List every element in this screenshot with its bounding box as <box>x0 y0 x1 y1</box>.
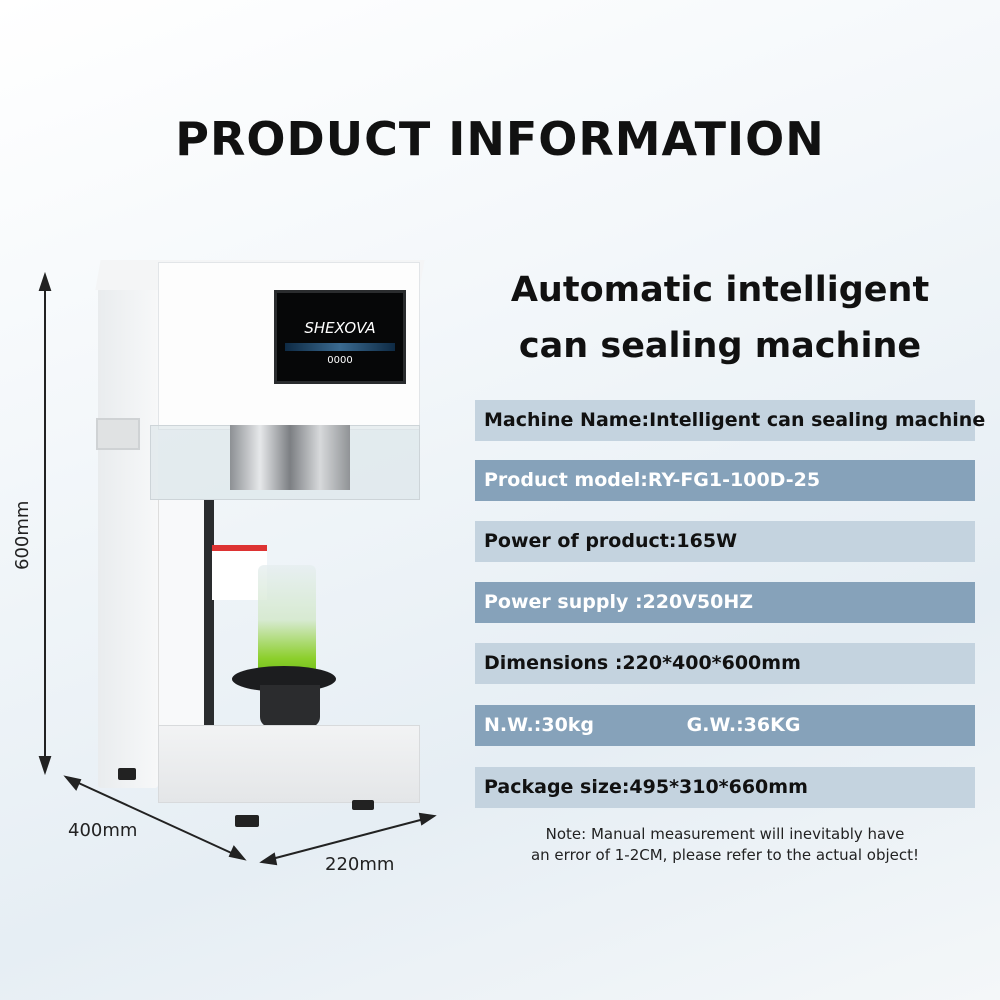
spec-product-model: Product model:RY-FG1-100D-25 <box>475 460 975 501</box>
subtitle-line-2: can sealing machine <box>518 326 922 366</box>
subtitle-line-1: Automatic intelligent <box>510 270 930 310</box>
tray-stand <box>260 685 320 727</box>
counter-display: 0000 <box>327 355 353 366</box>
height-label: 600mm <box>12 500 33 570</box>
note-line-2: an error of 1-2CM, please refer to the a… <box>530 846 920 864</box>
machine-base <box>158 725 420 803</box>
spec-power-supply: Power supply :220V50HZ <box>475 582 975 623</box>
foot <box>352 800 374 810</box>
can <box>258 565 316 675</box>
product-subtitle: Automatic intelligent can sealing machin… <box>480 262 960 374</box>
spec-weight: N.W.:30kg G.W.:36KG <box>475 705 975 746</box>
screen-wave <box>285 343 395 351</box>
depth-label: 400mm <box>68 820 138 841</box>
page-title: PRODUCT INFORMATION <box>175 112 825 166</box>
foot <box>118 768 136 780</box>
machine-side <box>98 288 158 788</box>
spec-machine-name: Machine Name:Intelligent can sealing mac… <box>475 400 985 441</box>
spec-dimensions: Dimensions :220*400*600mm <box>475 643 975 684</box>
dimension-arrows <box>38 271 437 866</box>
touch-screen: SHEXOVA 0000 <box>274 290 406 384</box>
spec-power: Power of product:165W <box>475 521 975 562</box>
spec-package-size: Package size:495*310*660mm <box>475 767 975 808</box>
width-label: 220mm <box>325 854 395 875</box>
handle <box>96 418 140 450</box>
warning-label <box>212 545 267 600</box>
column-gap <box>204 500 214 730</box>
machine-illustration: SHEXOVA 0000 <box>90 260 430 830</box>
machine-column <box>158 500 210 730</box>
brand-logo: SHEXOVA <box>304 319 376 337</box>
sealing-head <box>230 425 350 490</box>
foot <box>235 815 259 827</box>
note-line-1: Note: Manual measurement will inevitably… <box>545 825 905 843</box>
measurement-note: Note: Manual measurement will inevitably… <box>500 824 950 866</box>
